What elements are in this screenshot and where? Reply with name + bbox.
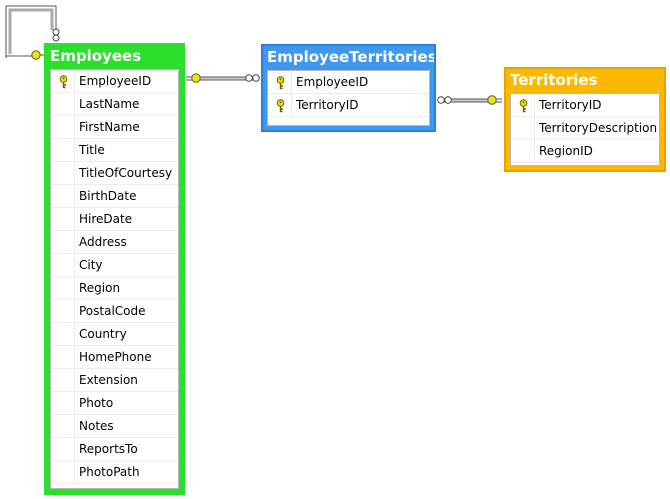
territories-column-row[interactable]: TerritoryDescription xyxy=(511,117,659,140)
employees-employeeterritories-line[interactable] xyxy=(186,73,260,83)
column-name: City xyxy=(79,258,103,272)
row-selector[interactable] xyxy=(51,139,75,161)
column-name: HireDate xyxy=(79,212,133,226)
column-name: BirthDate xyxy=(79,189,137,203)
employees-column-row[interactable]: FirstName xyxy=(51,116,178,139)
employees-column-row[interactable]: Notes xyxy=(51,415,178,438)
row-selector[interactable] xyxy=(268,71,292,93)
column-name: HomePhone xyxy=(79,350,152,364)
column-name: Title xyxy=(79,143,105,157)
employees-column-row[interactable]: Photo xyxy=(51,392,178,415)
row-selector[interactable] xyxy=(51,70,75,92)
employeeterritories-column-list: EmployeeID TerritoryID xyxy=(267,70,430,126)
employees-column-row[interactable]: EmployeeID xyxy=(51,70,178,93)
row-selector[interactable] xyxy=(51,438,75,460)
column-name: EmployeeID xyxy=(296,75,369,89)
row-selector[interactable] xyxy=(511,140,535,162)
employees-column-row[interactable]: Address xyxy=(51,231,178,254)
row-selector[interactable] xyxy=(51,208,75,230)
column-name: FirstName xyxy=(79,120,140,134)
employees-column-row[interactable]: BirthDate xyxy=(51,185,178,208)
row-selector[interactable] xyxy=(51,369,75,391)
row-selector[interactable] xyxy=(51,185,75,207)
primary-key-icon xyxy=(276,76,285,90)
employeeterritories-table[interactable]: EmployeeTerritories EmployeeID TerritoryI… xyxy=(261,44,436,132)
employees-column-row[interactable]: PostalCode xyxy=(51,300,178,323)
column-name: LastName xyxy=(79,97,140,111)
row-selector[interactable] xyxy=(51,323,75,345)
row-selector[interactable] xyxy=(51,392,75,414)
row-selector[interactable] xyxy=(51,415,75,437)
employees-column-row[interactable]: HomePhone xyxy=(51,346,178,369)
employees-column-row[interactable]: HireDate xyxy=(51,208,178,231)
row-selector[interactable] xyxy=(51,254,75,276)
territories-key-end-icon xyxy=(487,95,497,105)
employees-table-title[interactable]: Employees xyxy=(50,47,142,65)
employeeterritories-column-row[interactable]: EmployeeID xyxy=(268,71,429,94)
employees-column-row[interactable]: TitleOfCourtesy xyxy=(51,162,178,185)
column-name: Region xyxy=(79,281,121,295)
row-selector[interactable] xyxy=(51,116,75,138)
self-key-end-icon xyxy=(31,50,41,60)
employees-column-row[interactable]: ReportsTo xyxy=(51,438,178,461)
row-selector[interactable] xyxy=(51,231,75,253)
column-name: Country xyxy=(79,327,127,341)
primary-key-icon xyxy=(519,99,528,113)
column-name: TitleOfCourtesy xyxy=(79,166,173,180)
column-name: PhotoPath xyxy=(79,465,140,479)
column-name: EmployeeID xyxy=(79,74,152,88)
territories-table[interactable]: Territories TerritoryID TerritoryDescript… xyxy=(504,67,666,172)
employees-key-end-icon xyxy=(191,73,201,83)
employeeterritories-column-row[interactable]: TerritoryID xyxy=(268,94,429,117)
row-selector[interactable] xyxy=(51,461,75,483)
column-name: ReportsTo xyxy=(79,442,138,456)
employees-column-row[interactable]: PhotoPath xyxy=(51,461,178,484)
row-selector[interactable] xyxy=(511,117,535,139)
column-name: Address xyxy=(79,235,127,249)
self-many-end-icon xyxy=(52,28,60,36)
column-name: TerritoryDescription xyxy=(539,121,658,135)
employees-column-row[interactable]: City xyxy=(51,254,178,277)
row-selector[interactable] xyxy=(51,300,75,322)
employees-column-row[interactable]: Country xyxy=(51,323,178,346)
column-name: Notes xyxy=(79,419,114,433)
employees-column-row[interactable]: Extension xyxy=(51,369,178,392)
row-selector[interactable] xyxy=(51,277,75,299)
self-relationship-line[interactable] xyxy=(5,5,60,60)
row-selector[interactable] xyxy=(511,94,535,116)
column-name: Photo xyxy=(79,396,114,410)
row-selector[interactable] xyxy=(51,93,75,115)
column-name: Extension xyxy=(79,373,138,387)
column-name: PostalCode xyxy=(79,304,146,318)
row-selector[interactable] xyxy=(268,94,292,116)
primary-key-icon xyxy=(59,75,68,89)
employeeterritories-table-title[interactable]: EmployeeTerritories xyxy=(267,48,434,66)
employees-column-row[interactable]: Title xyxy=(51,139,178,162)
primary-key-icon xyxy=(276,99,285,113)
row-selector[interactable] xyxy=(51,162,75,184)
territories-table-title[interactable]: Territories xyxy=(510,71,598,89)
employees-column-row[interactable]: LastName xyxy=(51,93,178,116)
territories-column-row[interactable]: TerritoryID xyxy=(511,94,659,117)
row-selector[interactable] xyxy=(51,346,75,368)
territories-column-row[interactable]: RegionID xyxy=(511,140,659,163)
territories-employeeterritories-line[interactable] xyxy=(437,95,502,105)
column-name: TerritoryID xyxy=(539,98,602,112)
column-name: TerritoryID xyxy=(296,98,359,112)
employees-column-row[interactable]: Region xyxy=(51,277,178,300)
column-name: RegionID xyxy=(539,144,593,158)
